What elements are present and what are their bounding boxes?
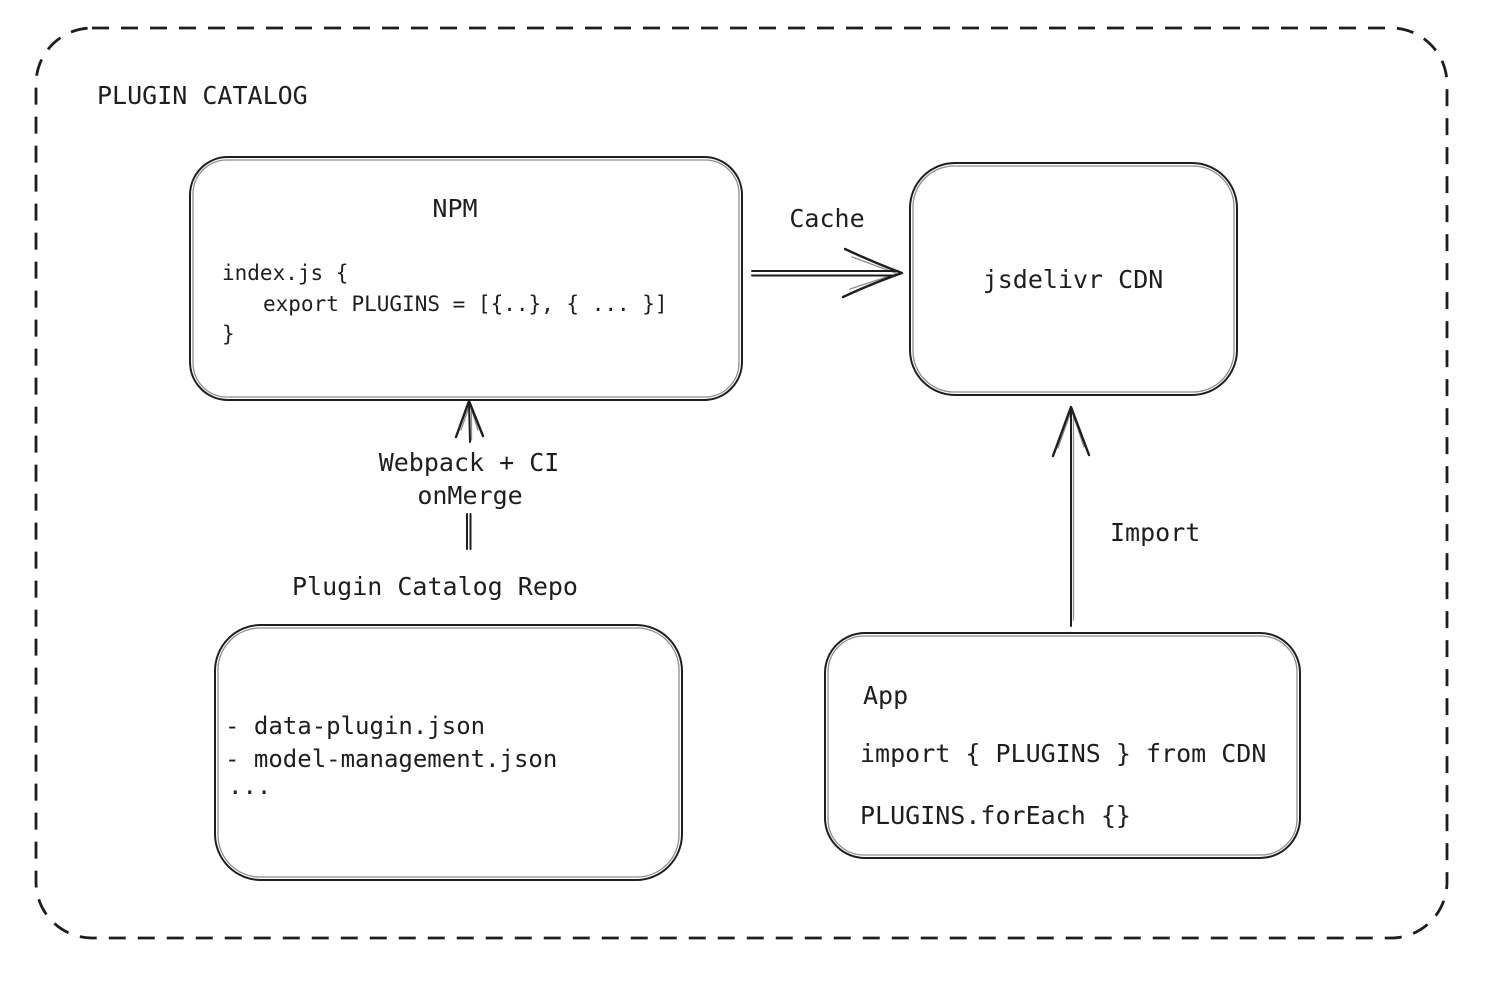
build-arrow-head-sketch xyxy=(460,403,479,431)
app-node-box-sketch xyxy=(827,635,1298,856)
npm-node-title: NPM xyxy=(432,194,477,223)
build-arrow-head xyxy=(454,399,485,439)
build-arrow-shaft xyxy=(468,402,471,443)
cdn-node-label: jsdelivr CDN xyxy=(983,265,1164,294)
repo-node-box xyxy=(214,624,683,881)
cache-arrow: Cache xyxy=(751,204,904,299)
build-arrow: Webpack + CI onMerge xyxy=(379,399,560,550)
cdn-node-box-sketch xyxy=(912,165,1235,393)
app-node-box xyxy=(824,632,1301,859)
repo-file-item: ... xyxy=(228,772,271,800)
build-arrow-label-line2: onMerge xyxy=(417,481,522,510)
import-arrow: Import xyxy=(1051,405,1200,627)
plugin-catalog-container: PLUGIN CATALOG xyxy=(34,26,1449,940)
app-node: App import { PLUGINS } from CDN PLUGINS.… xyxy=(824,632,1301,859)
repo-node: Plugin Catalog Repo - data-plugin.json -… xyxy=(214,572,683,881)
npm-code-line: export PLUGINS = [{..}, { ... }] xyxy=(263,292,668,316)
npm-node-box xyxy=(189,156,743,401)
npm-code-line: } xyxy=(222,322,235,346)
cache-arrow-label: Cache xyxy=(789,204,864,233)
npm-node-box-sketch xyxy=(192,159,740,398)
npm-node: NPM index.js { export PLUGINS = [{..}, {… xyxy=(189,156,743,401)
repo-node-box-sketch xyxy=(217,627,680,878)
repo-file-item: - data-plugin.json xyxy=(225,712,485,740)
cache-arrow-head-sketch xyxy=(849,256,898,290)
npm-code-line: index.js { xyxy=(222,261,348,285)
cache-arrow-head xyxy=(841,247,904,299)
repo-file-item: - model-management.json xyxy=(225,745,557,773)
import-arrow-head xyxy=(1051,405,1091,458)
build-arrow-label-line1: Webpack + CI xyxy=(379,448,560,477)
plugin-catalog-boundary xyxy=(34,26,1449,940)
import-arrow-head-sketch xyxy=(1057,409,1085,449)
plugin-catalog-title: PLUGIN CATALOG xyxy=(97,81,308,110)
repo-node-label: Plugin Catalog Repo xyxy=(292,572,578,601)
import-arrow-label: Import xyxy=(1110,518,1200,547)
app-node-title: App xyxy=(863,681,908,710)
cdn-node: jsdelivr CDN xyxy=(909,162,1238,396)
app-code-line: PLUGINS.forEach {} xyxy=(860,801,1131,830)
app-code-line: import { PLUGINS } from CDN xyxy=(860,739,1266,768)
cdn-node-box xyxy=(909,162,1238,396)
